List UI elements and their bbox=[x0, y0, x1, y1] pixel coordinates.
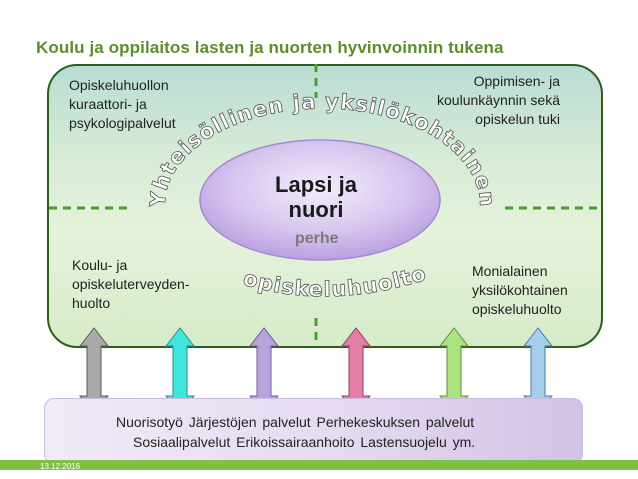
services-row-2: Sosiaalipalvelut Erikoissairaanhoito Las… bbox=[133, 434, 476, 450]
page-title: Koulu ja oppilaitos lasten ja nuorten hy… bbox=[36, 38, 504, 57]
services-box bbox=[44, 398, 583, 464]
footer-bar bbox=[0, 460, 638, 470]
arc-bottom-text: opiskeluhuolto bbox=[241, 261, 430, 302]
corner-bottom-left: Koulu- ja opiskeluterveyden- huolto bbox=[72, 257, 190, 311]
center-oval bbox=[199, 139, 441, 261]
center-label: Lapsi ja nuori bbox=[275, 172, 357, 222]
corner-top-right: Oppimisen- ja koulunkäynnin sekä opiskel… bbox=[437, 73, 560, 127]
center-sub-label: perhe bbox=[295, 230, 339, 247]
corner-bottom-right: Monialainen yksilökohtainen opiskeluhuol… bbox=[472, 263, 568, 317]
footer-date: 13.12.2016 bbox=[40, 462, 81, 471]
corner-top-left: Opiskeluhuollon kuraattori- ja psykologi… bbox=[69, 77, 176, 131]
services-row-1: Nuorisotyö Järjestöjen palvelut Perhekes… bbox=[116, 414, 475, 430]
